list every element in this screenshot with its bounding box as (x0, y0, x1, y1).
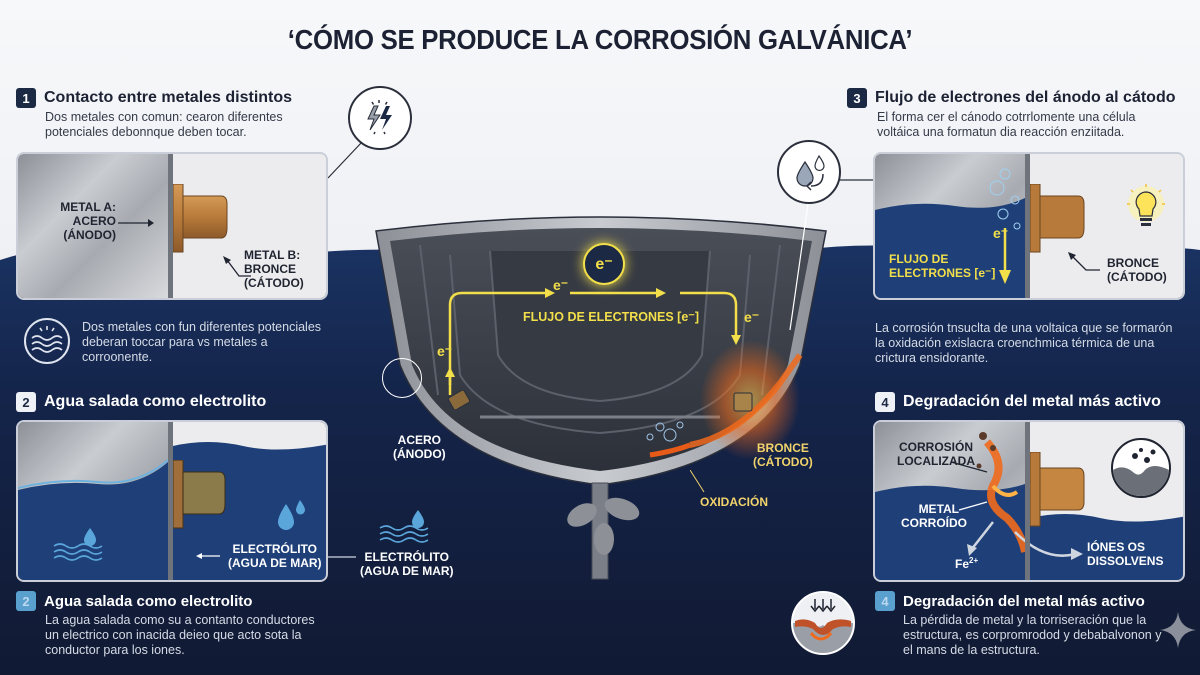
center-flow-label: FLUJO DE ELECTRONES [e⁻] (523, 310, 700, 324)
page-title: ‘CÓMO SE PRODUCE LA CORROSIÓN GALVÁNICA’ (287, 24, 913, 55)
electron-symbol: e⁻ (993, 225, 1009, 241)
section-2-caption-text: La agua salada como su a contanto conduc… (45, 613, 315, 657)
step-number-badge: 1 (16, 88, 36, 108)
section-4-caption-heading: 4 Degradación del metal más activo (875, 591, 1145, 611)
section-2-title: Agua salada como electrolito (44, 393, 267, 410)
ship-hull-diagram (375, 216, 827, 580)
anode-callout-circle (382, 358, 422, 398)
callout-line (327, 141, 363, 179)
section-3-note: La corrosión tnsuclta de una voltaica qu… (875, 321, 1173, 365)
center-cathode-label: BRONCE (CÁTODO) (753, 441, 813, 469)
bronze-bolt-icon (173, 184, 228, 253)
dissolving-ions-label: IÓNES OS DISSOLVENS (1087, 540, 1164, 568)
section-1-description: Dos metales con comun: cearon diferentes… (45, 110, 283, 139)
section-2-heading: 2 Agua salada como electrolito (16, 392, 266, 412)
section-4-panel: CORROSIÓN LOCALIZADA METAL CORROÍDO Fe2+… (873, 420, 1185, 582)
electron-symbol: e⁻ (437, 343, 453, 359)
section-3-panel: e⁻ FLUJO DE ELECTRONES [e⁻] BRONCE (CÁTO… (873, 152, 1185, 300)
bronze-cathode-label: BRONCE (CÁTODO) (1107, 256, 1167, 284)
waves-sun-icon (24, 318, 70, 364)
electron-badge-icon: e⁻ (583, 243, 625, 285)
center-electrolyte-label: ELECTRÓLITO (AGUA DE MAR) (360, 550, 454, 578)
ion-dissolution-icon (1111, 438, 1171, 498)
lightning-bolts-icon (348, 86, 412, 150)
arrow-icon (196, 553, 220, 559)
light-bulb-icon (1123, 182, 1169, 243)
arrow-icon (118, 219, 154, 227)
center-anode-label: ACERO (ÁNODO) (393, 433, 446, 461)
pitting-corrosion-icon (791, 591, 855, 655)
metal-a-label: METAL A: ACERO (ÁNODO) (60, 200, 116, 242)
electrolyte-label: ELECTRÓLITO (AGUA DE MAR) (228, 542, 322, 570)
corroded-metal-label: METAL CORROÍDO (901, 502, 967, 530)
section-1-note: Dos metales con fun diferentes potencial… (82, 320, 322, 364)
ion-label: Fe2+ (955, 556, 979, 571)
electron-symbol: e⁻ (744, 309, 760, 325)
flow-label: FLUJO DE ELECTRONES [e⁻] (889, 252, 996, 280)
oxidation-label: OXIDACIÓN (700, 495, 769, 509)
step-number-badge: 2 (16, 392, 36, 412)
section-2-panel: ELECTRÓLITO (AGUA DE MAR) (16, 420, 328, 582)
step-number-badge: 3 (847, 88, 867, 108)
step-number-badge: 4 (875, 591, 895, 611)
section-1-heading: 1 Contacto entre metales distintos (16, 88, 292, 108)
step-number-badge: 2 (16, 591, 36, 611)
step-number-badge: 4 (875, 392, 895, 412)
arrow-icon (223, 256, 251, 277)
sparkle-icon (1160, 612, 1196, 648)
section-1-title: Contacto entre metales distintos (44, 89, 293, 106)
water-drop-icon (379, 510, 429, 543)
section-2-caption-heading: 2 Agua salada como electrolito (16, 591, 252, 611)
electron-symbol: e⁻ (553, 277, 569, 293)
water-drop-icon (53, 528, 103, 561)
section-3-title: Flujo de electrones del ánodo al cátodo (875, 89, 1176, 106)
steel-plate (18, 154, 168, 298)
section-4-heading: 4 Degradación del metal más activo (875, 392, 1161, 412)
section-4-caption-text: La pérdida de metal y la torriseración q… (903, 613, 1162, 657)
localized-corrosion-label: CORROSIÓN LOCALIZADA (897, 440, 975, 468)
bronze-bolt-icon (1030, 452, 1085, 527)
water-drops-icon (278, 500, 305, 530)
bronze-bolt-icon (173, 460, 226, 529)
section-1-panel: METAL A: ACERO (ÁNODO) METAL B: BRONCE (… (16, 152, 328, 300)
section-3-description: El forma cer el cánodo cotrrlomente una … (877, 110, 1136, 139)
section-4-title: Degradación del metal más activo (903, 393, 1161, 410)
section-3-heading: 3 Flujo de electrones del ánodo al cátod… (847, 88, 1176, 108)
bronze-bolt-icon (1030, 184, 1085, 253)
metal-b-label: METAL B: BRONCE (CÁTODO) (244, 248, 304, 290)
water-cycle-icon (777, 140, 841, 204)
